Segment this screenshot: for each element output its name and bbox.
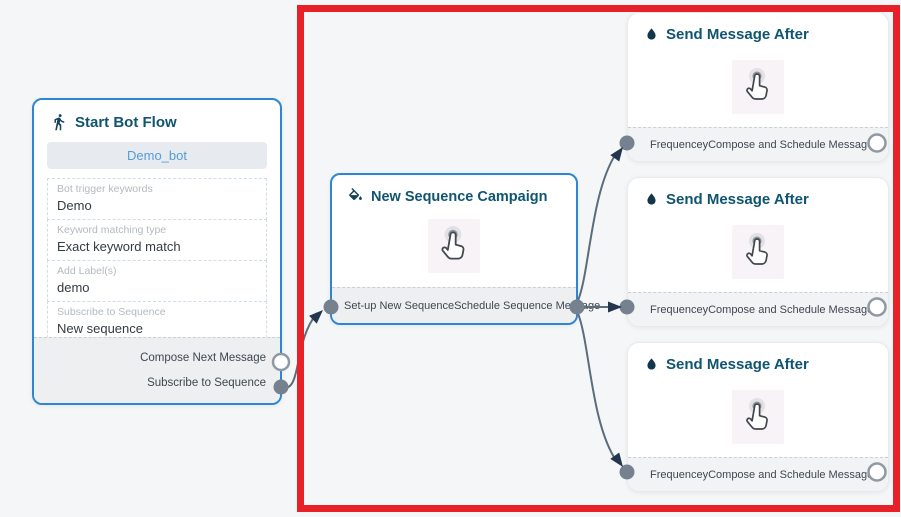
start-node-footer: Compose Next Message Subscribe to Sequen…	[34, 337, 280, 403]
paint-bucket-icon	[349, 188, 362, 201]
campaign-node-title: New Sequence Campaign	[332, 175, 576, 205]
field-value: demo	[57, 280, 90, 295]
hand-cursor-icon	[732, 60, 784, 114]
field-subscribe-to-sequence[interactable]: Subscribe to Sequence New sequence	[47, 301, 267, 343]
node-send-message-after-3[interactable]: Send Message After Frequencey Compose an…	[627, 342, 889, 492]
send-node-title: Send Message After	[628, 13, 888, 47]
start-node-title: Start Bot Flow	[34, 100, 280, 135]
send-node-footer: Frequencey Compose and Schedule Message	[628, 127, 888, 161]
send-click-zone[interactable]	[628, 212, 888, 292]
output-subscribe-to-sequence: Subscribe to Sequence	[147, 377, 266, 390]
output-compose-and-schedule: Compose and Schedule Message	[708, 468, 874, 481]
port-schedule-sequence-message: Schedule Sequence Message	[454, 299, 601, 312]
output-compose-next-message: Compose Next Message	[140, 351, 266, 364]
start-node-fields: Bot trigger keywords Demo Keyword matchi…	[47, 178, 267, 343]
send-node-title: Send Message After	[628, 343, 888, 377]
field-label: Bot trigger keywords	[57, 183, 153, 195]
field-value: Demo	[57, 198, 92, 213]
field-value: Exact keyword match	[57, 239, 181, 254]
water-drop-icon	[647, 28, 656, 40]
campaign-node-title-text: New Sequence Campaign	[371, 188, 548, 205]
field-keyword-matching-type[interactable]: Keyword matching type Exact keyword matc…	[47, 219, 267, 261]
send-node-title-text: Send Message After	[666, 356, 809, 373]
send-click-zone[interactable]	[628, 47, 888, 127]
output-compose-and-schedule: Compose and Schedule Message	[708, 303, 874, 316]
send-click-zone[interactable]	[628, 377, 888, 457]
input-frequency: Frequencey	[650, 138, 709, 151]
send-node-footer: Frequencey Compose and Schedule Message	[628, 292, 888, 326]
send-node-title-text: Send Message After	[666, 191, 809, 208]
field-label: Keyword matching type	[57, 224, 167, 236]
field-label: Add Label(s)	[57, 265, 117, 277]
input-frequency: Frequencey	[650, 303, 709, 316]
water-drop-icon	[647, 358, 656, 370]
send-node-title: Send Message After	[628, 178, 888, 212]
bot-name-button[interactable]: Demo_bot	[47, 142, 267, 169]
field-add-labels[interactable]: Add Label(s) demo	[47, 260, 267, 302]
node-send-message-after-1[interactable]: Send Message After Frequencey Compose an…	[627, 12, 889, 162]
field-bot-trigger-keywords[interactable]: Bot trigger keywords Demo	[47, 178, 267, 220]
field-label: Subscribe to Sequence	[57, 306, 166, 318]
campaign-click-zone[interactable]	[332, 205, 576, 287]
node-send-message-after-2[interactable]: Send Message After Frequencey Compose an…	[627, 177, 889, 327]
annotation-rectangle	[297, 5, 900, 512]
start-node-title-text: Start Bot Flow	[75, 113, 177, 131]
hand-cursor-icon	[732, 225, 784, 279]
hand-cursor-icon	[732, 390, 784, 444]
node-start-bot-flow[interactable]: Start Bot Flow Demo_bot Bot trigger keyw…	[32, 98, 282, 405]
output-compose-and-schedule: Compose and Schedule Message	[708, 138, 874, 151]
campaign-node-footer: Set-up New Sequence Schedule Sequence Me…	[332, 287, 600, 323]
water-drop-icon	[647, 193, 656, 205]
field-value: New sequence	[57, 321, 143, 336]
send-node-title-text: Send Message After	[666, 26, 809, 43]
hand-cursor-icon	[428, 219, 480, 273]
send-node-footer: Frequencey Compose and Schedule Message	[628, 457, 888, 491]
port-setup-new-sequence: Set-up New Sequence	[344, 299, 455, 312]
input-frequency: Frequencey	[650, 468, 709, 481]
walking-person-icon	[54, 114, 65, 131]
